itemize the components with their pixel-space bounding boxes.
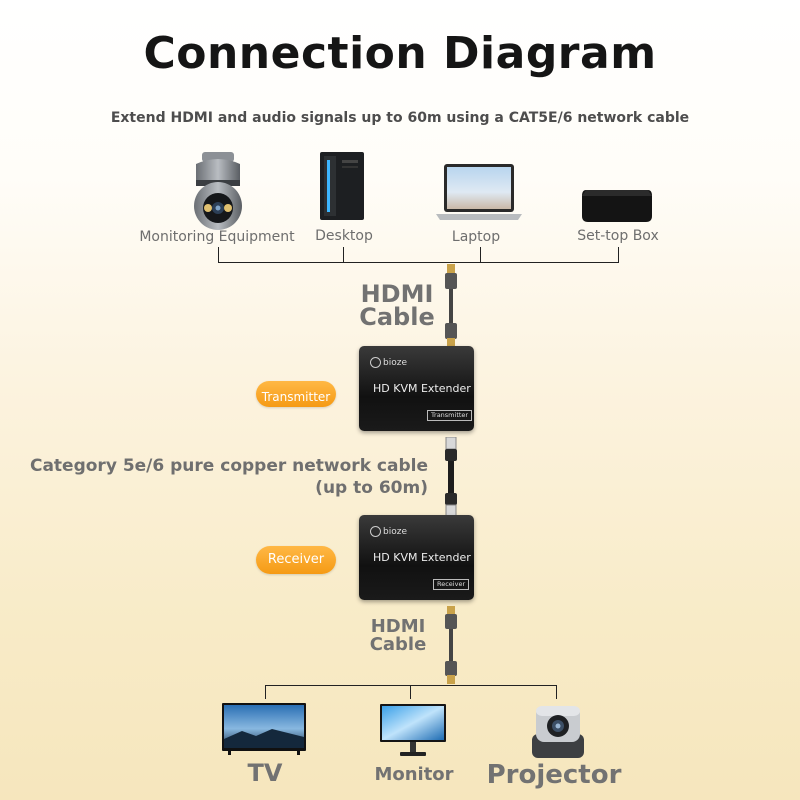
connector-line <box>618 247 619 263</box>
connector-line <box>410 685 411 699</box>
connector-line <box>265 685 266 699</box>
receiver-badge: Receiver <box>256 546 336 574</box>
receiver-name: HD KVM Extender <box>373 551 471 564</box>
connector-bus <box>265 685 557 686</box>
page-subtitle: Extend HDMI and audio signals up to 60m … <box>110 110 690 126</box>
transmitter-badge: Transmitter <box>256 381 336 407</box>
source-label-laptop: Laptop <box>451 229 501 245</box>
transmitter-name: HD KVM Extender <box>373 382 471 395</box>
hdmi-cable-label-bottom-2: Cable <box>369 634 427 655</box>
hdmi-cable-label-bottom-1: HDMI <box>370 616 426 637</box>
network-cable-label-2: (up to 60m) <box>315 478 428 498</box>
output-label-monitor: Monitor <box>374 764 454 785</box>
output-label-tv: TV <box>247 759 283 787</box>
network-cable-label-1: Category 5e/6 pure copper network cable <box>29 456 428 476</box>
projector-icon <box>532 706 584 758</box>
source-label-settop: Set-top Box <box>577 228 659 244</box>
receiver-device: bioze HD KVM Extender Receiver <box>359 515 474 600</box>
connector-line <box>218 247 219 263</box>
hdmi-cable-icon <box>445 606 457 684</box>
brand-logo-icon <box>370 357 381 368</box>
set-top-box-icon <box>582 190 652 222</box>
hdmi-cable-label-top-1: HDMI <box>360 280 434 308</box>
hdmi-cable-label-top-2: Cable <box>359 303 435 331</box>
hdmi-cable-icon <box>445 264 457 348</box>
ptz-camera-icon <box>194 152 242 230</box>
connector-bus <box>218 262 619 263</box>
connector-line <box>556 685 557 699</box>
source-label-monitoring: Monitoring Equipment <box>139 229 295 245</box>
source-label-desktop: Desktop <box>315 228 373 244</box>
output-label-projector: Projector <box>486 760 622 790</box>
tv-icon <box>222 703 306 755</box>
transmitter-device: bioze HD KVM Extender Transmitter <box>359 346 474 431</box>
monitor-icon <box>380 704 446 756</box>
network-cable-icon <box>445 437 457 517</box>
receiver-brand: bioze <box>383 527 407 537</box>
connector-line <box>343 247 344 263</box>
receiver-tag: Receiver <box>433 579 470 590</box>
laptop-icon <box>436 164 522 220</box>
transmitter-tag: Transmitter <box>427 410 473 421</box>
transmitter-brand: bioze <box>383 358 407 368</box>
desktop-tower-icon <box>320 152 364 220</box>
page-title: Connection Diagram <box>143 28 657 79</box>
brand-logo-icon <box>370 526 381 537</box>
connector-line <box>480 247 481 263</box>
